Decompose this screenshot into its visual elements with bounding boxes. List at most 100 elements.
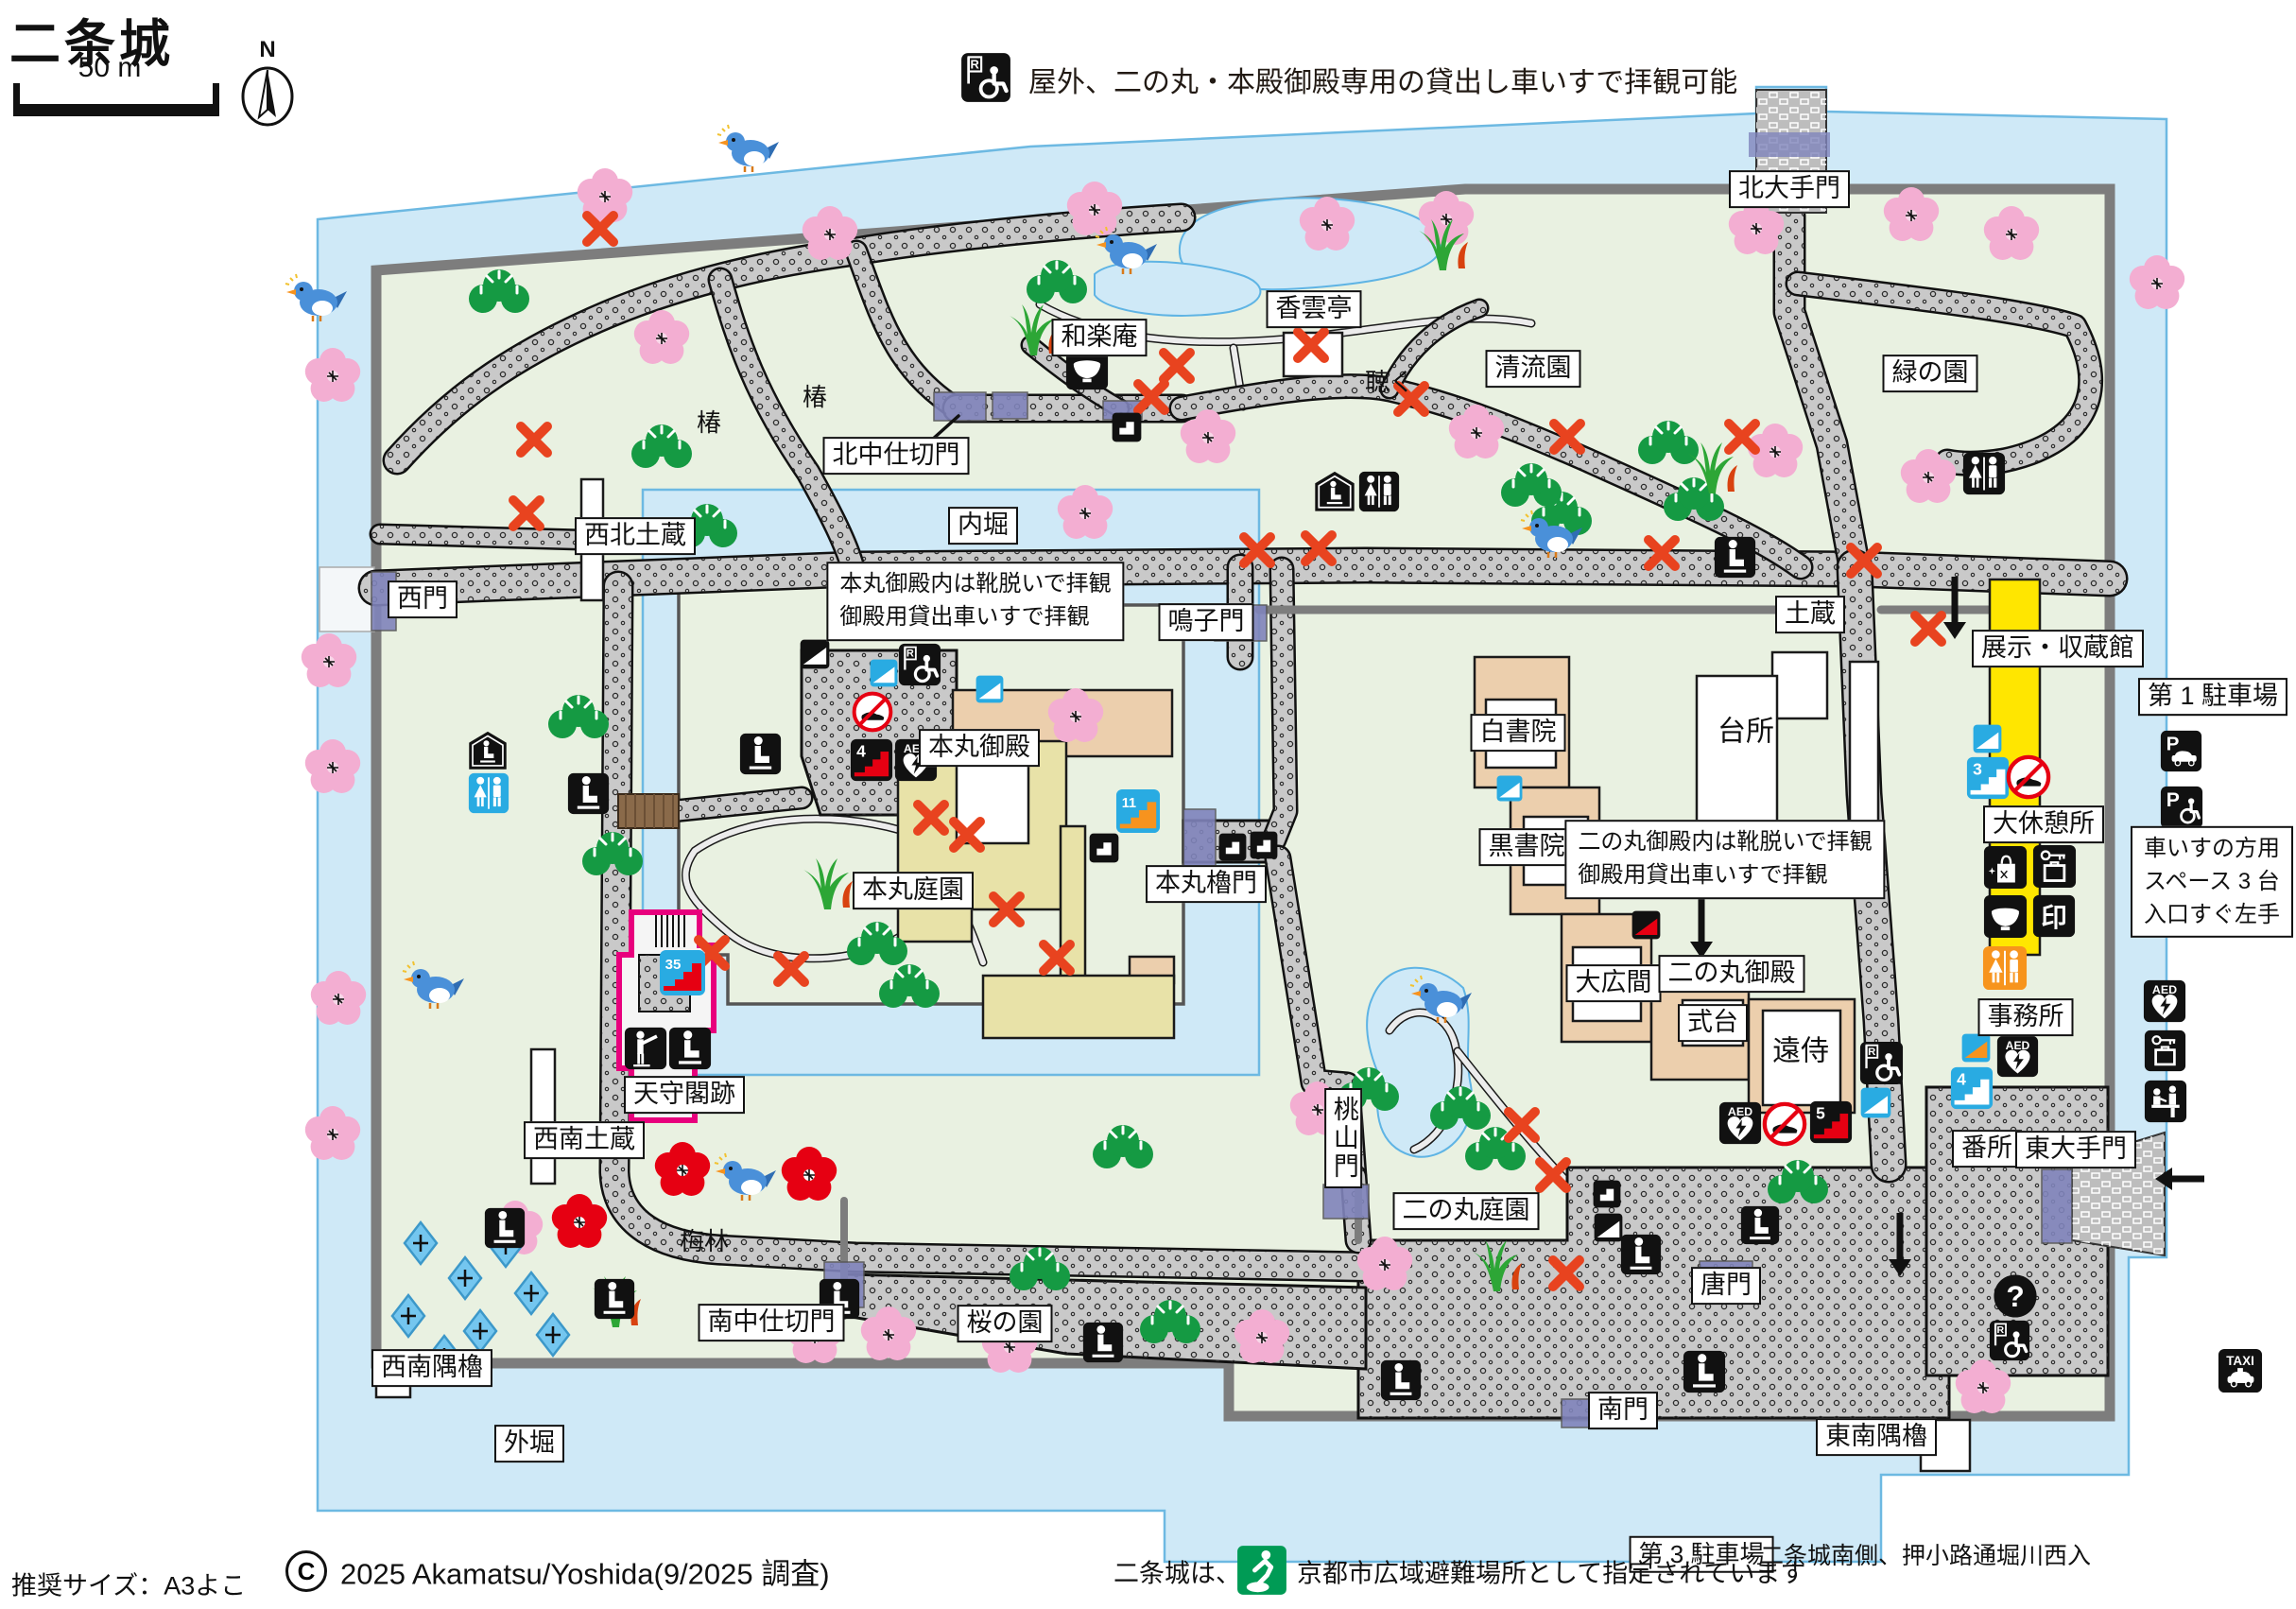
pine-tree-icon: [582, 832, 643, 875]
closed-x-marker: [1846, 543, 1882, 579]
map-label-uchibori: 内堀: [948, 507, 1018, 545]
svg-text:3: 3: [1973, 759, 1982, 778]
closed-x-marker: [1644, 535, 1680, 571]
single-step-icon: [1593, 1180, 1621, 1208]
cherry-blossom-icon: [1057, 485, 1113, 539]
svg-text:AED: AED: [2006, 1039, 2030, 1052]
slope-icon: [1594, 1213, 1623, 1242]
covered-bench-icon: [1315, 471, 1355, 511]
pine-tree-icon: [1010, 1247, 1070, 1290]
cherry-blossom-icon: [1955, 1359, 2011, 1413]
cherry-blossom-icon: [1180, 409, 1236, 463]
parking3-address: 二条城南側、押小路通堀川西入: [1760, 1543, 2092, 1569]
bench-icon: [1740, 1205, 1780, 1245]
closed-x-marker: [1239, 532, 1275, 568]
grass-icon: [1688, 442, 1737, 493]
closed-x-marker: [989, 891, 1025, 927]
cherry-blossom-icon: [1883, 187, 1940, 241]
stamp-icon: 印: [2032, 894, 2076, 938]
gate-marker: [992, 391, 1028, 420]
cherry-blossom-icon: [1299, 197, 1355, 251]
map-label-daidokoro: 台所: [1718, 716, 1774, 748]
single-step-icon: [1250, 831, 1278, 859]
compass-n-label: N: [259, 38, 275, 62]
map-label-kiku: 聴く: [1364, 367, 1415, 396]
svg-text:4: 4: [856, 741, 866, 760]
slope-icon: [800, 639, 830, 669]
tea-house-icon: [1065, 347, 1109, 390]
bird-icon: [716, 124, 779, 172]
shop-icon: [1983, 845, 2028, 890]
svg-text:R: R: [1868, 1047, 1875, 1058]
cherry-blossom-icon: [1448, 405, 1505, 458]
svg-text:R: R: [906, 649, 914, 660]
map-label-tsubaki-1: 椿: [696, 407, 722, 437]
map-label-honmaru-goten: 本丸御殿: [919, 729, 1040, 767]
viewpoint-icon: [624, 1027, 667, 1070]
copyright-text: 2025 Akamatsu/Yoshida(9/2025 調査): [340, 1557, 830, 1591]
covered-bench-icon: [469, 731, 507, 770]
toilet-icon: [468, 772, 509, 814]
closed-x-marker: [1393, 381, 1429, 417]
map-label-momoyamamon: 桃山門: [1324, 1088, 1362, 1188]
bird-icon: [1520, 510, 1582, 558]
svg-text:P: P: [2167, 734, 2180, 755]
bench-icon: [1082, 1322, 1124, 1363]
steps-count-icon: 3: [1966, 756, 2010, 800]
svg-text:印: 印: [2041, 903, 2067, 932]
map-label-warakuan: 和楽庵: [1051, 319, 1148, 356]
iris-diamond-icon: [513, 1270, 549, 1317]
cherry-blossom-icon: [304, 348, 361, 402]
svg-text:35: 35: [665, 957, 682, 973]
closed-x-marker: [913, 800, 949, 836]
legend-text: 屋外、二の丸・本殿御殿専用の貸出し車いすで拝観可能: [1028, 67, 1738, 98]
svg-text:5: 5: [1816, 1103, 1825, 1122]
map-label-higashi-otemon: 東大手門: [2015, 1131, 2136, 1168]
toilet-icon: [1358, 471, 1400, 512]
copyright-icon: C: [285, 1550, 327, 1592]
gate-marker: [2041, 1168, 2073, 1244]
map-label-ninomaru-goten: 二の丸御殿: [1658, 955, 1805, 993]
compass-icon: N: [241, 38, 294, 127]
map-label-sakura-no-sono: 桜の園: [957, 1305, 1053, 1342]
closed-x-marker: [1724, 419, 1760, 455]
map-label-honmaru-teien: 本丸庭園: [853, 872, 974, 909]
bench-icon: [739, 733, 782, 775]
scale-bar: [13, 83, 219, 116]
slope-icon: [1860, 1087, 1891, 1118]
map-label-honmaru-yaguramon: 本丸櫓門: [1146, 865, 1267, 903]
map-label-tenji-shuzokan: 展示・収蔵館: [1972, 630, 2144, 667]
closed-x-marker: [949, 817, 985, 853]
map-label-seinan-sumiyagura: 西南隅櫓: [371, 1349, 492, 1387]
map-label-dozo: 土蔵: [1775, 596, 1845, 633]
pine-tree-icon: [548, 695, 609, 738]
map-label-tonan-sumiyagura: 東南隅櫓: [1816, 1418, 1937, 1456]
cherry-blossom-icon: [304, 739, 361, 793]
no-shoes-icon: [852, 691, 893, 733]
map-label-tenshukaku-ato: 天守閣跡: [624, 1076, 745, 1114]
rental-wheelchair-icon: R: [1989, 1320, 2030, 1361]
pine-tree-icon: [1140, 1300, 1200, 1343]
bird-icon: [1409, 975, 1472, 1023]
closed-x-marker: [1133, 379, 1169, 415]
map-label-kita-otemon: 北大手門: [1729, 170, 1850, 208]
pine-tree-icon: [847, 922, 907, 965]
steps-count-icon: 35: [660, 950, 705, 995]
pine-tree-icon: [1465, 1127, 1526, 1170]
direction-arrow-icon: [1943, 577, 1966, 639]
evac-suffix: 京都市広域避難場所として指定されています: [1297, 1559, 1806, 1588]
steps-count-icon: 4: [1950, 1066, 1994, 1110]
map-label-midori-no-sono: 緑の園: [1882, 355, 1978, 392]
page-title: 二条城: [9, 16, 174, 73]
map-label-koun-tei: 香雲亭: [1266, 290, 1362, 328]
single-step-icon: [1112, 412, 1142, 442]
pine-tree-icon: [1027, 260, 1087, 303]
pine-tree-icon: [1501, 463, 1562, 507]
bench-icon: [1714, 536, 1756, 579]
coin-locker-icon: [2032, 844, 2077, 889]
bird-icon: [402, 960, 464, 1009]
cherry-blossom-icon: [304, 1106, 361, 1160]
plum-blossom-icon: [654, 1142, 711, 1196]
plum-blossom-icon: [551, 1194, 608, 1248]
